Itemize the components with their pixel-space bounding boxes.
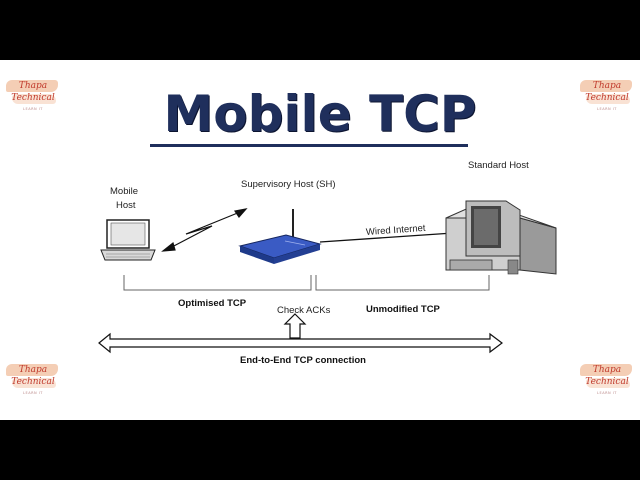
laptop-icon	[100, 219, 156, 261]
watermark-logo-top-right: Thapa Technical LEARN IT	[578, 78, 636, 122]
page-title: Mobile TCP	[163, 85, 477, 143]
mobile-host-label-line2: Host	[116, 200, 136, 211]
watermark-logo-top-left: Thapa Technical LEARN IT	[4, 78, 62, 122]
check-acks-arrow	[283, 313, 307, 339]
wireless-link	[161, 208, 248, 252]
end-to-end-arrow	[98, 332, 503, 354]
watermark-logo-bottom-left: Thapa Technical LEARN IT	[4, 362, 62, 406]
diagram-graphics	[98, 200, 557, 354]
end-to-end-label: End-to-End TCP connection	[240, 355, 366, 366]
wired-link	[319, 231, 469, 243]
supervisory-host-label: Supervisory Host (SH)	[241, 179, 336, 190]
watermark-logo-bottom-right: Thapa Technical LEARN IT	[578, 362, 636, 406]
desktop-computer-icon	[445, 200, 557, 275]
router-icon	[238, 209, 322, 264]
mobile-host-label-line1: Mobile	[110, 186, 138, 197]
unmodified-tcp-label: Unmodified TCP	[366, 304, 440, 315]
optimised-tcp-label: Optimised TCP	[178, 298, 247, 309]
standard-host-label: Standard Host	[468, 160, 529, 171]
check-acks-label: Check ACKs	[277, 305, 331, 316]
title-underline	[150, 144, 468, 147]
slide-canvas: Mobile TCP Thapa Technical LEARN IT Thap…	[0, 60, 640, 420]
bracket-unmodified	[315, 275, 490, 291]
bracket-optimised	[123, 275, 312, 291]
